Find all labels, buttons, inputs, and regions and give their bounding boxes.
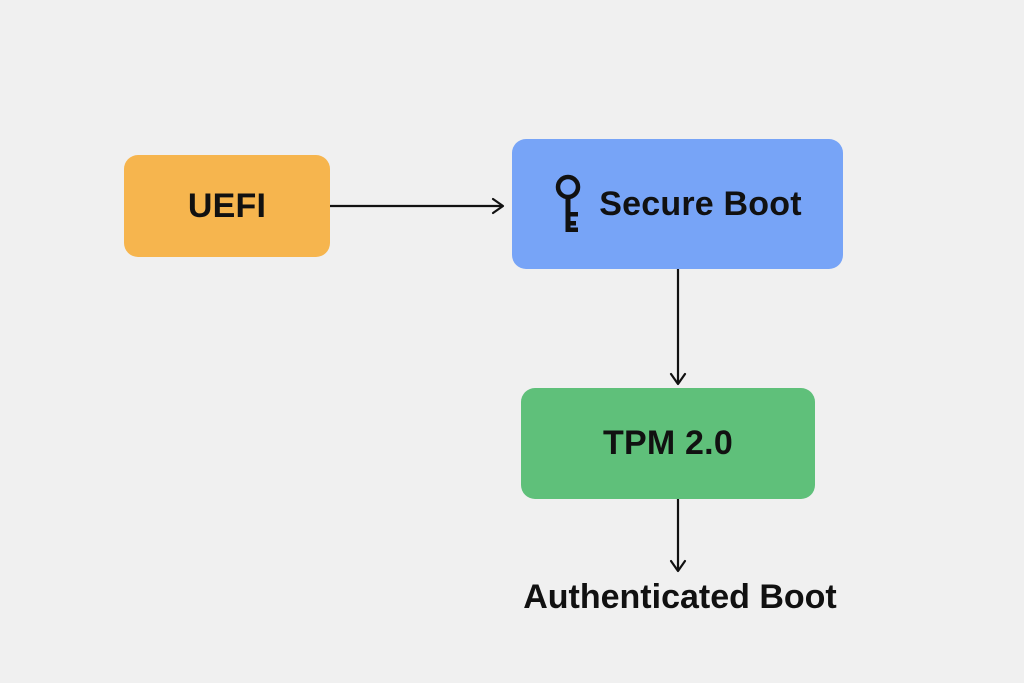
authenticated-boot-label: Authenticated Boot bbox=[523, 578, 837, 616]
secure-boot-label: Secure Boot bbox=[599, 184, 802, 223]
tpm-label: TPM 2.0 bbox=[603, 424, 733, 462]
key-icon bbox=[553, 174, 583, 234]
arrow-secure-boot-to-tpm bbox=[669, 267, 687, 386]
arrow-tpm-to-authenticated-boot bbox=[669, 497, 687, 573]
uefi-node: UEFI bbox=[124, 155, 330, 257]
tpm-node: TPM 2.0 bbox=[521, 388, 815, 499]
secure-boot-node: Secure Boot bbox=[512, 139, 843, 269]
arrow-uefi-to-secure-boot bbox=[328, 197, 505, 215]
uefi-label: UEFI bbox=[187, 186, 267, 225]
